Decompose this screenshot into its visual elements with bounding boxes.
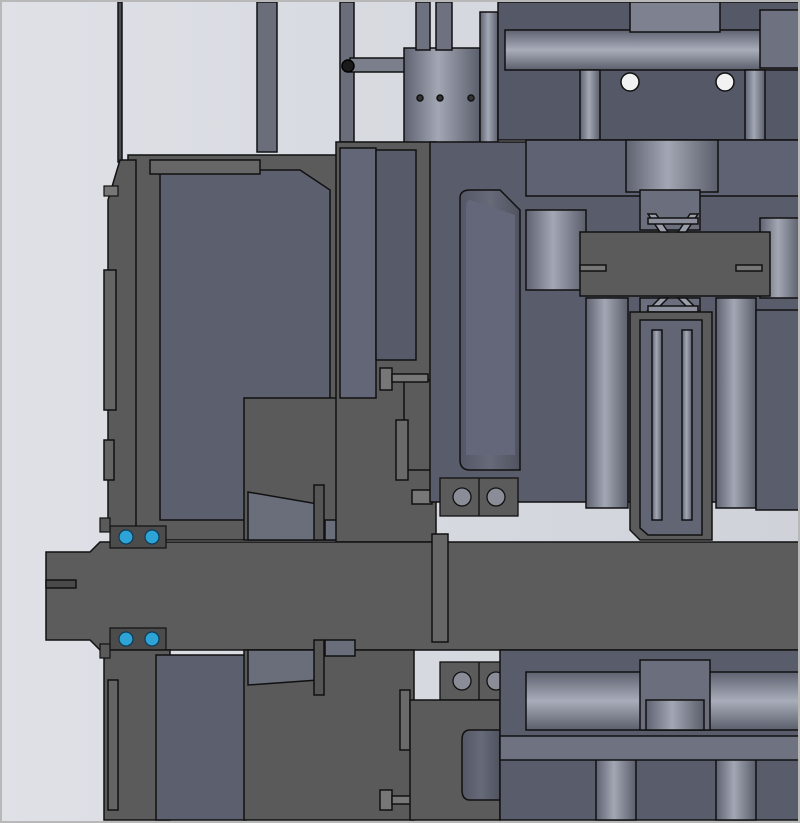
bearing-upper-mid [439, 477, 519, 517]
left-ball-bearings [109, 525, 167, 651]
bearing-upper-left [109, 525, 167, 549]
upper-frame-rods [117, 1, 409, 163]
intermediate-shaft [579, 189, 771, 541]
tapered-bearing-upper [639, 189, 701, 233]
upper-right-housing [403, 1, 800, 173]
input-shaft [45, 533, 800, 651]
center-housing [335, 141, 437, 543]
right-columns [585, 297, 800, 511]
cover-bolts [99, 185, 119, 659]
bearing-lower-left [109, 627, 167, 651]
lower-housing [103, 639, 800, 821]
left-end-cover [103, 154, 356, 541]
